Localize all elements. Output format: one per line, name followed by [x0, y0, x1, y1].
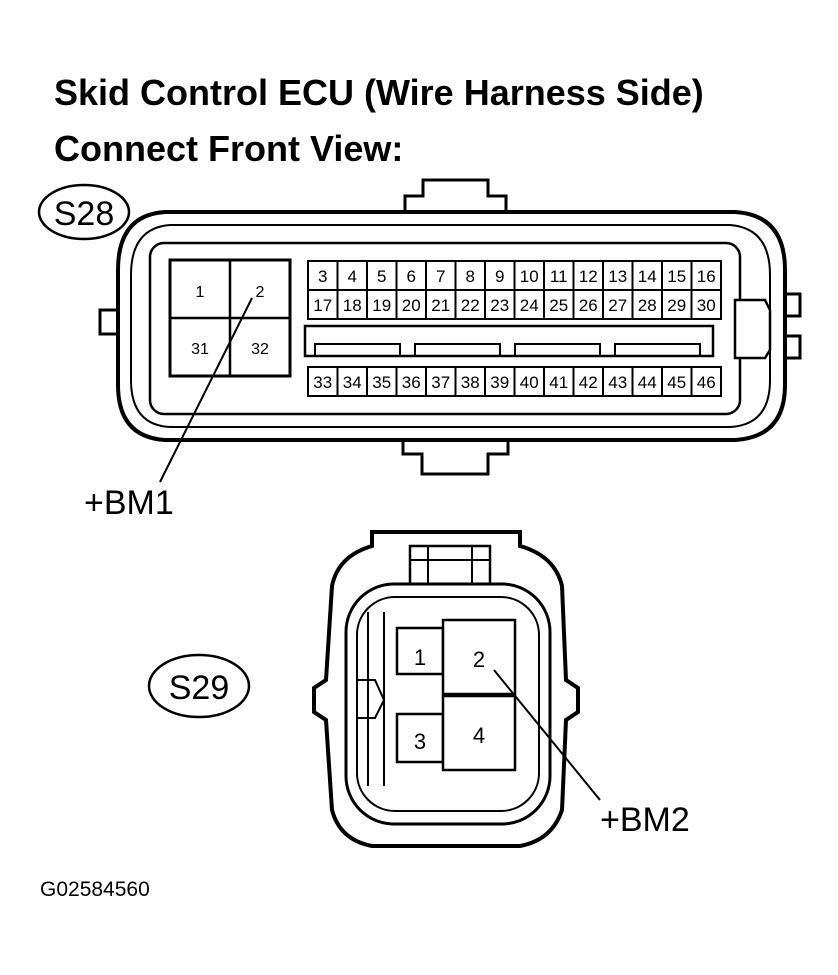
s28-pin-cell	[395, 366, 427, 397]
s28-pin-label: 8	[466, 267, 475, 286]
s28-pin-label: 22	[461, 296, 480, 315]
s28-pin-label: 46	[697, 373, 716, 392]
s28-pin-label: 30	[697, 296, 716, 315]
figure-id: G02584560	[40, 878, 150, 901]
s28-pin-label: 33	[313, 373, 332, 392]
s28-pin-label: 13	[608, 267, 627, 286]
s29-pin-3: 3	[414, 729, 426, 754]
s28-connector	[98, 178, 802, 476]
s28-pin-label: 27	[608, 296, 627, 315]
s28-pin-label: 4	[348, 267, 357, 286]
diagram-subtitle: Connect Front View:	[54, 128, 404, 169]
s28-pin-label: 14	[638, 267, 657, 286]
s28-pin-label: 20	[402, 296, 421, 315]
s28-pin-cell	[336, 260, 368, 291]
s28-pin-cell	[366, 289, 398, 320]
s28-code: S28	[54, 195, 115, 233]
s28-pin-label: 25	[549, 296, 568, 315]
s28-pin-label: 37	[431, 373, 450, 392]
s29-code-badge: S29	[147, 653, 251, 719]
s28-pin-label: 39	[490, 373, 509, 392]
bm2-callout: +BM2	[493, 669, 690, 839]
s28-pin-cell	[484, 289, 516, 320]
s28-pin-cell	[336, 366, 368, 397]
s28-pin-cell	[484, 366, 516, 397]
s28-pin-cell	[631, 366, 663, 397]
s28-pin-label: 40	[520, 373, 539, 392]
s28-pin-label: 3	[318, 267, 327, 286]
s28-pin-label: 42	[579, 373, 598, 392]
s28-pin-label: 35	[372, 373, 391, 392]
s28-pin-label: 45	[667, 373, 686, 392]
s28-pin-31: 31	[191, 341, 209, 358]
s28-large-pins: 1 2 31 32	[191, 284, 269, 358]
s28-pin-label: 10	[520, 267, 539, 286]
s28-pin-label: 12	[579, 267, 598, 286]
diagram-title: Skid Control ECU (Wire Harness Side)	[54, 72, 704, 113]
s28-pin-label: 36	[402, 373, 421, 392]
s28-pin-cell	[572, 289, 604, 320]
s29-connector	[312, 530, 580, 848]
s28-pin-label: 34	[343, 373, 362, 392]
s29-pin-2: 2	[473, 647, 485, 672]
s28-pin-label: 44	[638, 373, 657, 392]
s28-pin-label: 9	[495, 267, 504, 286]
s29-code: S29	[169, 669, 230, 707]
s28-pin-cell	[572, 260, 604, 291]
s28-pin-cell	[395, 289, 427, 320]
s28-pin-label: 38	[461, 373, 480, 392]
s28-pin-cell	[454, 289, 486, 320]
s28-pin-cell	[690, 366, 722, 397]
s28-pin-label: 41	[549, 373, 568, 392]
s28-pin-1: 1	[196, 284, 205, 301]
bm1-callout: +BM1	[84, 297, 253, 522]
s28-pin-label: 29	[667, 296, 686, 315]
s28-pin-2: 2	[256, 284, 265, 301]
bm1-label: +BM1	[84, 484, 174, 522]
s28-pin-cell	[513, 260, 545, 291]
s28-pin-label: 15	[667, 267, 686, 286]
s28-pin-label: 11	[550, 267, 568, 286]
s28-pin-label: 7	[436, 267, 445, 286]
s28-pin-label: 26	[579, 296, 598, 315]
s28-pin-cell	[661, 260, 693, 291]
s28-pin-label: 18	[343, 296, 362, 315]
s28-pin-label: 28	[638, 296, 657, 315]
s28-pin-cell	[602, 366, 634, 397]
s28-pin-cell	[307, 366, 339, 397]
s28-pin-32: 32	[251, 341, 269, 358]
s28-pin-label: 21	[431, 296, 450, 315]
s28-pin-cell	[543, 366, 575, 397]
s28-pin-label: 23	[490, 296, 509, 315]
s28-pin-cell	[602, 289, 634, 320]
s29-pin-4: 4	[473, 723, 485, 748]
s28-pin-label: 5	[377, 267, 386, 286]
s28-pin-cell	[307, 289, 339, 320]
s29-pins: 1 2 3 4	[414, 645, 485, 754]
s28-pin-label: 24	[520, 296, 539, 315]
s28-code-badge: S28	[37, 183, 131, 241]
s28-pin-cell	[366, 366, 398, 397]
s29-pin-1: 1	[414, 645, 426, 670]
s28-pin-label: 19	[372, 296, 391, 315]
s28-pin-label: 16	[697, 267, 716, 286]
s28-pin-cell	[690, 289, 722, 320]
s28-pin-label: 6	[407, 267, 416, 286]
s28-pin-label: 43	[608, 373, 627, 392]
s28-pin-label: 17	[313, 296, 332, 315]
bm2-label: +BM2	[600, 801, 690, 839]
